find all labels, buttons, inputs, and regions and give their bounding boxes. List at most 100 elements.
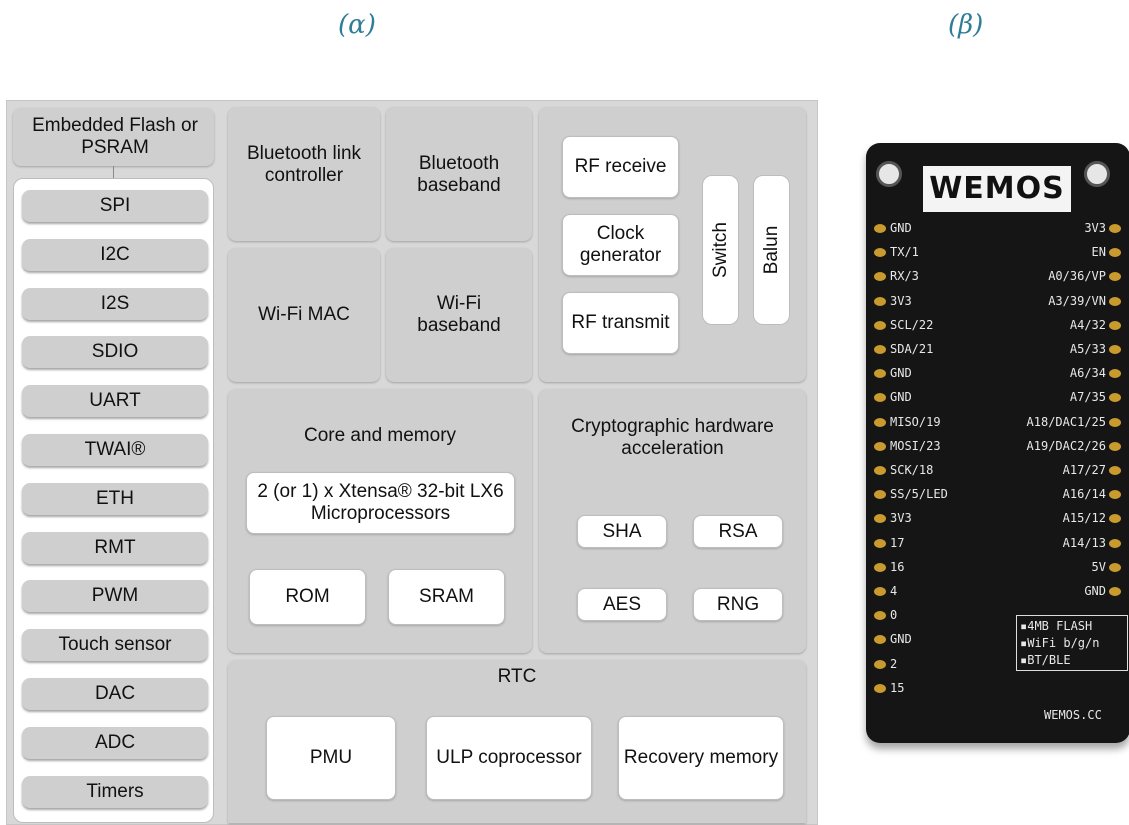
- left-pin-label: 3V3: [890, 511, 912, 526]
- right-pin-pad: [1109, 562, 1121, 572]
- wifi-baseband-label: Wi-Fi baseband: [417, 293, 501, 336]
- left-pin-pad: [874, 490, 886, 500]
- balun-box: Balun: [753, 175, 790, 325]
- left-pin-pad: [874, 320, 886, 330]
- left-pin-pad: [874, 587, 886, 596]
- left-pin-label: 2: [890, 656, 898, 671]
- right-pin-label: A18/DAC1/25: [1026, 414, 1106, 429]
- switch-label: Switch: [709, 222, 731, 278]
- right-pin-pad: [1109, 514, 1121, 524]
- left-pin-label: SCL/22: [890, 317, 934, 332]
- right-pin-pad: [1109, 272, 1121, 282]
- rsa-box: RSA: [693, 515, 783, 548]
- flash-block: [13, 108, 214, 166]
- rng-box: RNG: [693, 588, 783, 621]
- right-pin-pad: [1109, 538, 1121, 548]
- left-pin-label: SDA/21: [890, 342, 934, 356]
- left-pin-pad: [874, 417, 886, 427]
- caption-alpha: (α): [338, 10, 376, 40]
- right-pin-label: A6/34: [1069, 366, 1106, 381]
- peripheral-1: I2C: [22, 238, 208, 271]
- right-pin-label: 3V3: [1084, 221, 1106, 235]
- left-pin-pad: [874, 611, 886, 621]
- right-pin-label: A5/33: [1069, 342, 1106, 356]
- left-pin-pad: [874, 514, 886, 524]
- peripheral-0: SPI: [22, 190, 208, 222]
- core-memory-title: Core and memory: [303, 425, 457, 446]
- right-pin-label: A3/39/VN: [1048, 293, 1106, 308]
- right-pin-pad: [1109, 345, 1121, 354]
- left-pin-pad: [874, 659, 886, 669]
- right-pin-pad: [1109, 248, 1121, 258]
- left-pin-label: MISO/19: [890, 414, 941, 429]
- right-pin-pad: [1109, 393, 1121, 403]
- peripheral-6: ETH: [22, 482, 208, 515]
- sram-box: SRAM: [388, 569, 505, 625]
- spec-item: ▪4MB FLASH: [1020, 619, 1093, 633]
- flash-connector: [113, 166, 114, 188]
- right-pin-label: A14/13: [1062, 535, 1106, 550]
- peripheral-10: DAC: [22, 678, 208, 710]
- peripheral-12: Timers: [22, 775, 208, 808]
- left-pin-pad: [874, 296, 886, 306]
- right-pin-label: A4/32: [1069, 317, 1106, 332]
- right-pin-pad: [1109, 587, 1121, 596]
- recovery-memory-box: Recovery memory: [618, 716, 784, 800]
- right-pin-label: A7/35: [1069, 390, 1106, 405]
- peripheral-4: UART: [22, 385, 208, 418]
- left-pin-label: GND: [890, 221, 912, 235]
- right-pin-label: A16/14: [1062, 487, 1106, 502]
- left-pin-label: GND: [890, 632, 912, 647]
- flash-label: Embedded Flash or PSRAM: [32, 115, 198, 158]
- left-pin-pad: [874, 272, 886, 282]
- left-pin-label: GND: [890, 366, 912, 381]
- left-pin-label: 4: [890, 584, 898, 598]
- brand-label: WEMOS: [929, 171, 1065, 206]
- spec-box: [1016, 615, 1128, 671]
- rf-transmit-box: RF transmit: [562, 292, 679, 354]
- left-pin-pad: [874, 683, 886, 693]
- left-pin-label: RX/3: [890, 269, 919, 284]
- left-pin-pad: [874, 248, 886, 258]
- peripheral-3: SDIO: [22, 336, 208, 369]
- left-pin-label: MOSI/23: [890, 438, 941, 453]
- left-pin-pad: [874, 538, 886, 548]
- peripheral-2: I2S: [22, 287, 208, 320]
- wifi-mac-label: Wi-Fi MAC: [258, 304, 350, 325]
- left-pin-pad: [874, 441, 886, 451]
- left-pin-label: SS/5/LED: [890, 487, 948, 502]
- left-pin-label: 3V3: [890, 293, 912, 308]
- right-pin-label: A17/27: [1062, 463, 1106, 477]
- balun-label: Balun: [760, 225, 782, 275]
- right-pin-label: A15/12: [1062, 511, 1106, 526]
- right-pin-pad: [1109, 490, 1121, 500]
- left-pin-label: GND: [890, 390, 912, 405]
- pmu-box: PMU: [266, 716, 396, 800]
- right-pin-pad: [1109, 441, 1121, 451]
- sha-box: SHA: [577, 515, 667, 548]
- crypto-title: Cryptographic hardware acceleration: [571, 416, 774, 459]
- spec-item: ▪WiFi b/g/n: [1020, 636, 1100, 650]
- left-pin-pad: [874, 466, 886, 475]
- right-pin-pad: [1109, 224, 1121, 233]
- right-pin-pad: [1109, 296, 1121, 306]
- ulp-box: ULP coprocessor: [426, 716, 592, 800]
- left-pin-label: 0: [890, 608, 898, 623]
- right-pin-pad: [1109, 320, 1121, 330]
- left-pin-label: 16: [890, 559, 905, 574]
- spec-item: ▪BT/BLE: [1020, 653, 1071, 667]
- left-pin-pad: [874, 562, 886, 572]
- right-pin-pad: [1109, 417, 1121, 427]
- peripheral-5: TWAI®: [22, 434, 208, 466]
- right-pin-label: GND: [1084, 584, 1106, 598]
- caption-beta: (β): [948, 10, 984, 40]
- mount-hole-left: [876, 161, 902, 187]
- right-pin-label: 5V: [1091, 559, 1106, 574]
- wifi-baseband-block: [386, 248, 532, 382]
- right-pin-pad: [1109, 466, 1121, 475]
- switch-box: Switch: [702, 175, 739, 325]
- peripheral-9: Touch sensor: [22, 629, 208, 662]
- bt-baseband-label: Bluetooth baseband: [417, 153, 501, 196]
- aes-box: AES: [577, 588, 667, 621]
